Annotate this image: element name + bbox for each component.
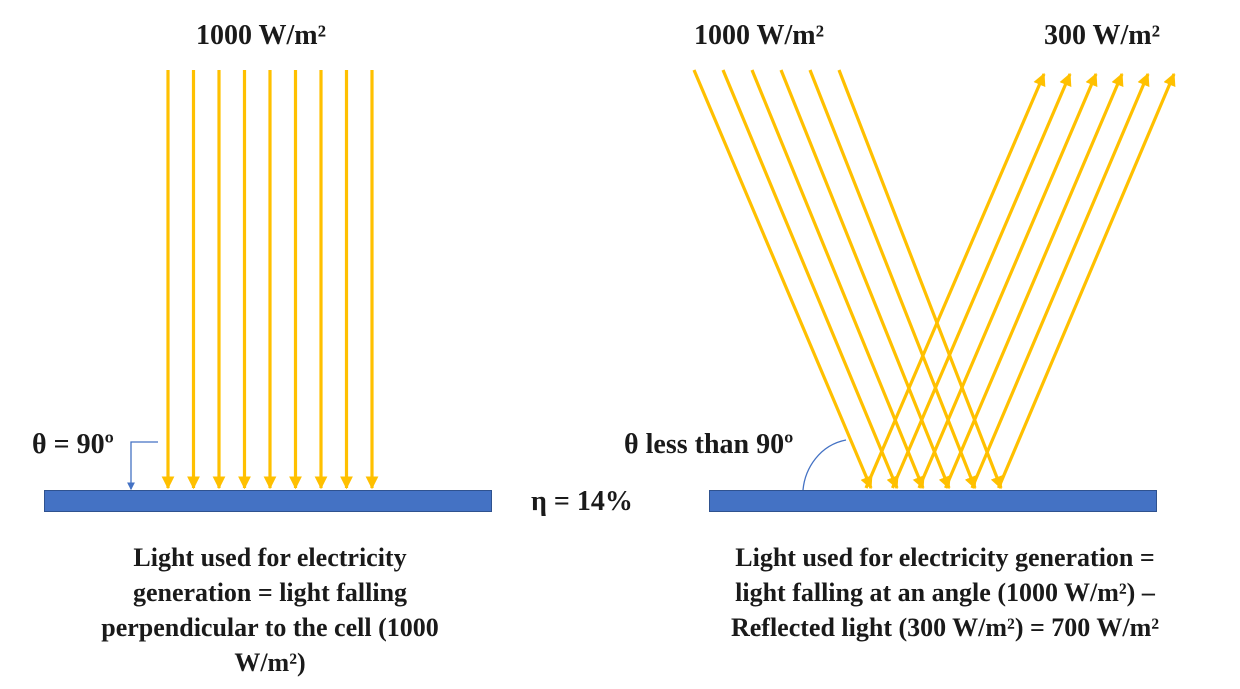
right-incident-irradiance-label: 1000 W/m² [694,20,824,51]
right-reflected-ray [864,72,1046,489]
right-reflected-ray [917,72,1098,489]
left-incident-rays [161,70,379,490]
right-reflected-ray [970,72,1150,489]
efficiency-label: η = 14% [531,486,633,517]
right-angle-label: θ less than 90º [624,429,794,460]
right-angle-arc [802,439,847,491]
right-solar-cell [709,490,1157,512]
right-caption: Light used for electricity generation = … [730,543,1160,642]
right-incident-and-reflected-rays [692,69,1176,490]
right-incident-ray [721,69,899,490]
right-reflected-ray [997,72,1176,489]
left-angle-label: θ = 90º [32,429,114,460]
left-right-angle-marker [127,441,158,491]
right-reflected-ray [891,72,1072,489]
right-incident-ray [750,69,925,490]
right-incident-ray [692,69,873,490]
left-irradiance-label: 1000 W/m² [196,20,326,51]
right-reflected-irradiance-label: 300 W/m² [1044,20,1160,51]
left-caption: Light used for electricity generation = … [101,543,439,677]
right-reflected-ray [944,72,1124,489]
left-solar-cell [44,490,492,512]
